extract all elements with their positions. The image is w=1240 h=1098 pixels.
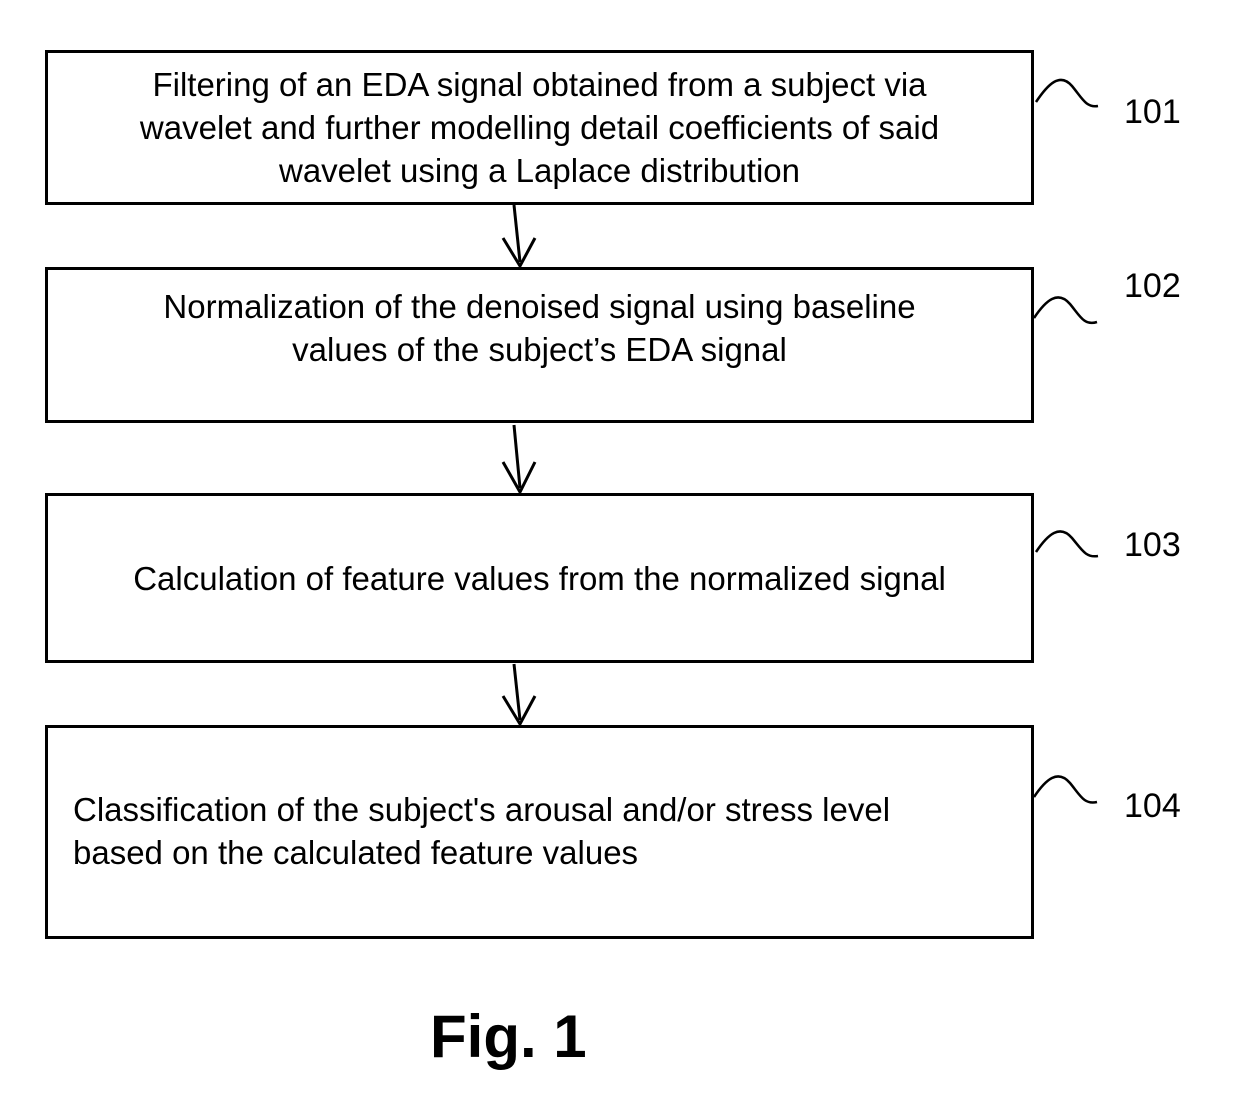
reference-numeral-102: 102 — [1124, 266, 1181, 306]
step-line: values of the subject’s EDA signal — [90, 328, 990, 371]
reference-numeral-104: 104 — [1124, 786, 1181, 826]
step-box-103: Calculation of feature values from the n… — [45, 493, 1034, 663]
arrow-103-to-104 — [503, 664, 535, 724]
step-line: based on the calculated feature values — [73, 831, 1023, 874]
leader-line-102 — [1034, 297, 1097, 322]
reference-numeral-101: 101 — [1124, 92, 1181, 132]
leader-line-101 — [1036, 80, 1098, 106]
step-box-104: Classification of the subject's arousal … — [45, 725, 1034, 939]
step-line: Normalization of the denoised signal usi… — [90, 285, 990, 328]
step-line: Classification of the subject's arousal … — [73, 788, 1023, 831]
step-text-104: Classification of the subject's arousal … — [73, 788, 1023, 874]
reference-numeral-103: 103 — [1124, 525, 1181, 565]
step-line: wavelet using a Laplace distribution — [70, 149, 1010, 192]
step-box-102: Normalization of the denoised signal usi… — [45, 267, 1034, 423]
step-line: wavelet and further modelling detail coe… — [70, 106, 1010, 149]
figure-caption: Fig. 1 — [430, 1002, 587, 1072]
arrow-102-to-103 — [503, 425, 535, 492]
step-text-103: Calculation of feature values from the n… — [60, 557, 1020, 600]
arrow-101-to-102 — [503, 205, 535, 266]
step-text-101: Filtering of an EDA signal obtained from… — [70, 63, 1010, 192]
step-line: Filtering of an EDA signal obtained from… — [70, 63, 1010, 106]
leader-line-103 — [1036, 531, 1098, 556]
step-box-101: Filtering of an EDA signal obtained from… — [45, 50, 1034, 205]
step-text-102: Normalization of the denoised signal usi… — [90, 285, 990, 371]
leader-line-104 — [1034, 776, 1097, 802]
step-line: Calculation of feature values from the n… — [60, 557, 1020, 600]
